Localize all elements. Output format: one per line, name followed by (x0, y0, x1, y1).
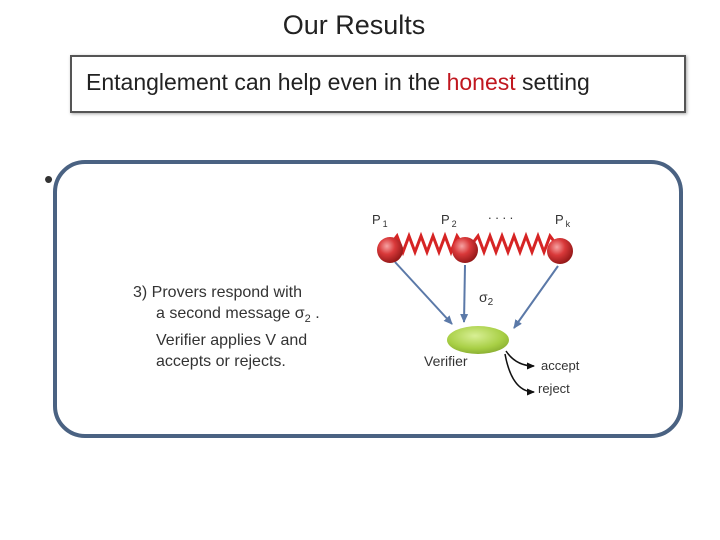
prover-ellipsis: . . . . (488, 207, 513, 222)
banner-highlight: honest (446, 69, 516, 95)
verifier-node (447, 326, 509, 354)
entanglement-line-2-k (470, 231, 558, 257)
step-line-2-subscript: 2 (304, 313, 311, 326)
prover-k-ball (547, 238, 573, 264)
prover-2-ball (452, 237, 478, 263)
headline-banner: Entanglement can help even in the honest… (70, 55, 686, 113)
accept-label: accept (541, 358, 580, 373)
arrow-pk-to-verifier (513, 265, 559, 329)
slide-title: Our Results (282, 10, 426, 40)
step-line-1: 3) Provers respond with (133, 284, 302, 301)
step-line-2: a second message σ2 . (156, 305, 320, 326)
step-line-3: Verifier applies V and (156, 332, 308, 350)
step-line-4: accepts or rejects. (156, 353, 286, 371)
banner-text-before: Entanglement can help even in the (86, 69, 447, 95)
arrow-p2-to-verifier (460, 264, 469, 323)
bullet-point: • (44, 164, 54, 194)
entanglement-line-1-2 (389, 231, 464, 257)
protocol-panel (53, 160, 683, 438)
prover-1-ball (377, 237, 403, 263)
protocol-step-text: 3) Provers respond with a second message… (133, 282, 363, 372)
message-sigma-label: σ2 (479, 289, 494, 308)
banner-text-after: setting (515, 69, 590, 95)
verifier-label: Verifier (424, 353, 468, 369)
reject-arrow (504, 353, 535, 396)
accept-arrow (505, 350, 535, 370)
reject-label: reject (538, 381, 570, 396)
arrow-p1-to-verifier (394, 261, 453, 325)
